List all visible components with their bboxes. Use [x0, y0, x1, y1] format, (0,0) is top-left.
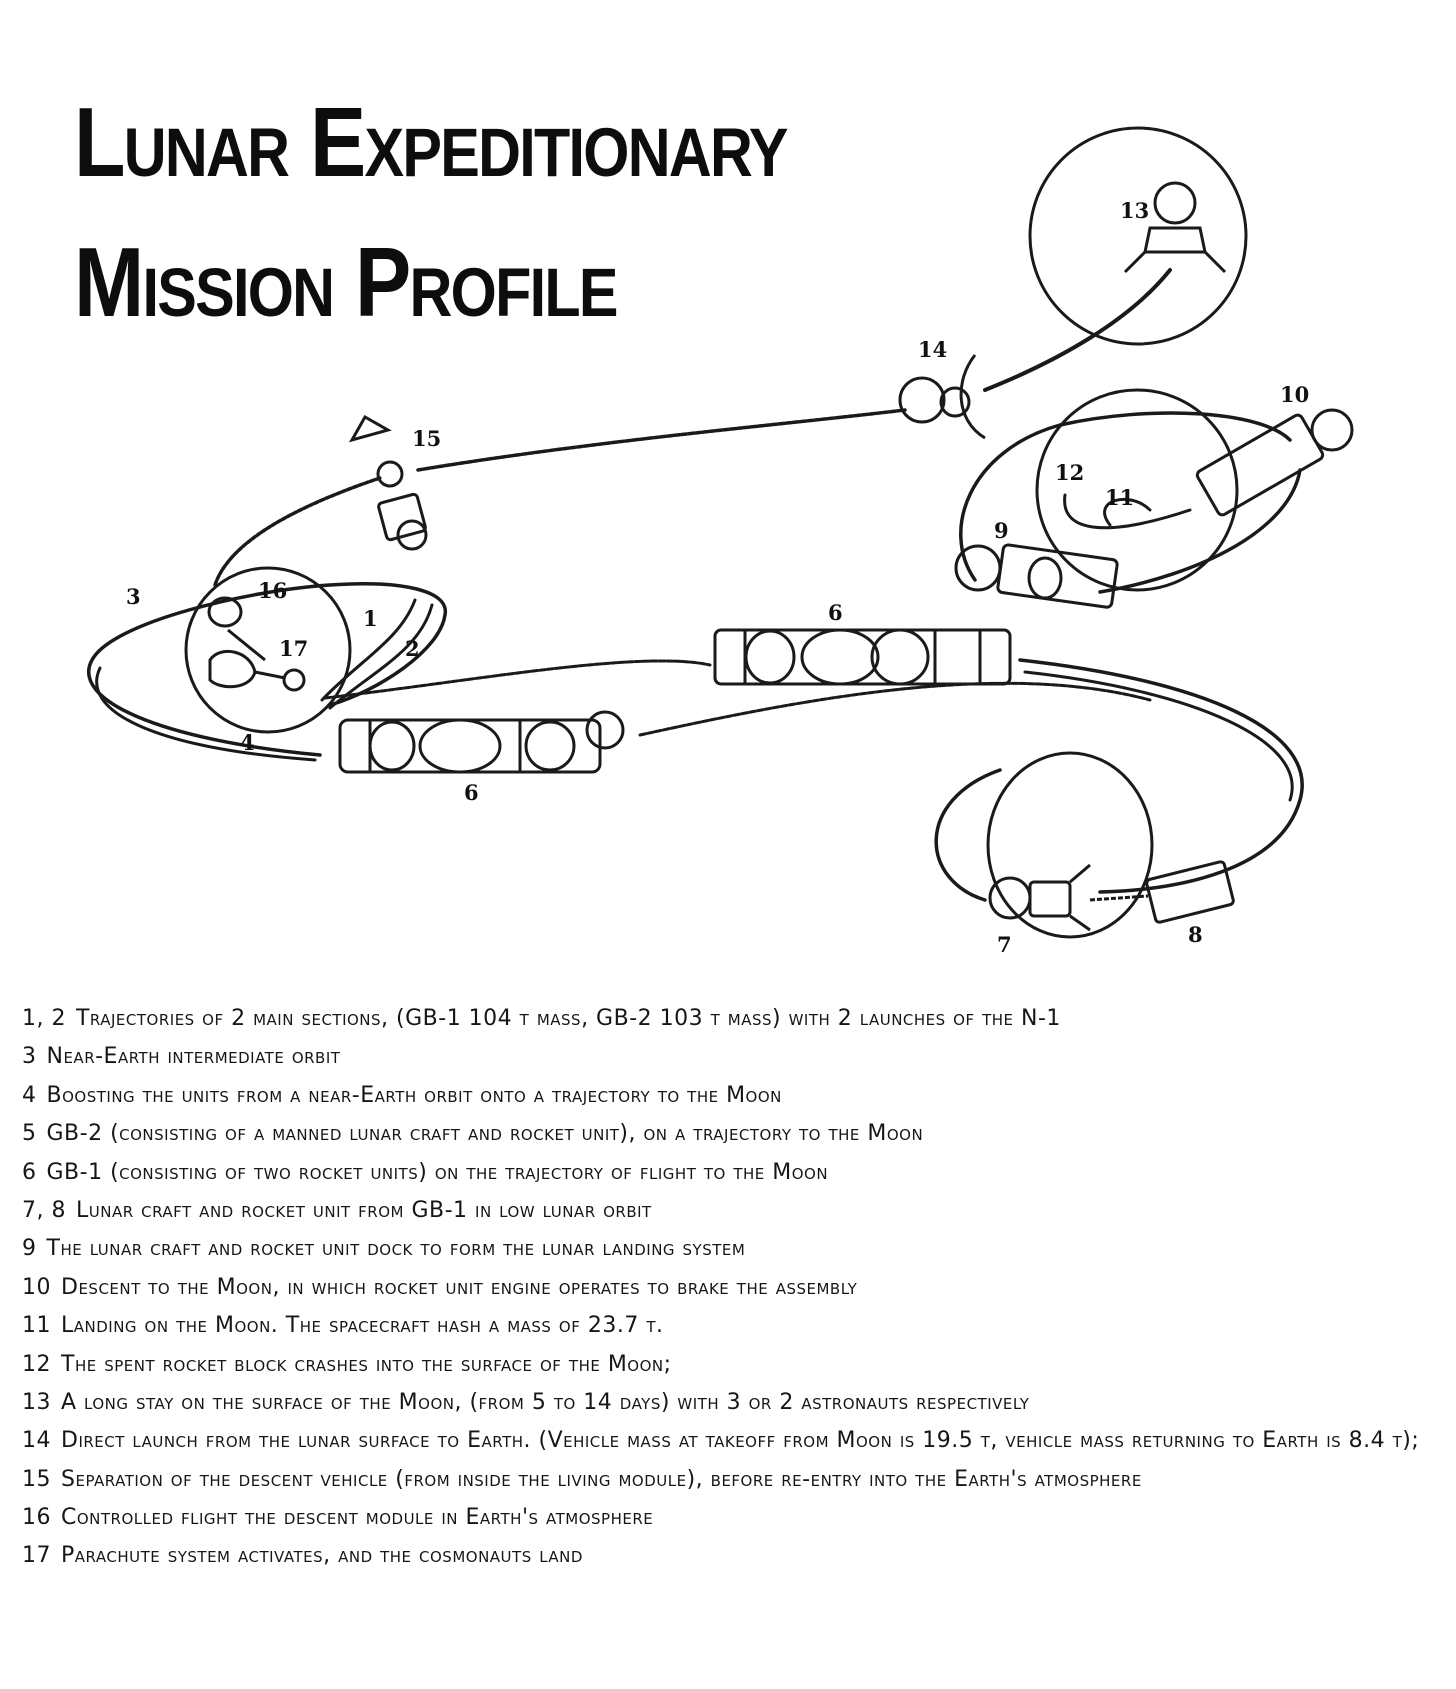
label-6b: 6	[464, 780, 479, 805]
label-3: 3	[126, 584, 141, 609]
legend-text: Trajectories of 2 main sections, (GB-1 1…	[75, 1006, 1061, 1031]
rocket-stack-5	[338, 710, 625, 774]
label-14: 14	[918, 337, 947, 362]
label-6: 6	[828, 600, 843, 625]
legend-text: GB-1 (consisting of two rocket units) on…	[46, 1159, 829, 1185]
legend-text: Descent to the Moon, in which rocket uni…	[61, 1274, 858, 1300]
legend-item: 11 Landing on the Moon. The spacecraft ha…	[22, 1313, 1442, 1339]
label-17: 17	[279, 636, 308, 661]
legend-num: 6	[22, 1159, 37, 1185]
near-earth-orbit	[87, 582, 447, 757]
title-line-1: Lunar Expeditionary	[74, 87, 788, 197]
label-9: 9	[994, 518, 1009, 543]
return-trajectory	[213, 476, 382, 587]
legend-num: 3	[22, 1044, 37, 1070]
landing-system-9	[954, 543, 1119, 609]
label-7: 7	[997, 932, 1012, 957]
label-13: 13	[1120, 198, 1149, 223]
descent-module-16	[207, 596, 266, 662]
legend-item: 4 Boosting the units from a near-Earth or…	[22, 1083, 1442, 1109]
rocket-unit-8	[1089, 860, 1235, 924]
label-1: 1	[363, 606, 378, 631]
descent-stack-10	[1195, 408, 1354, 517]
legend-num: 14	[22, 1428, 51, 1454]
label-11: 11	[1105, 485, 1134, 510]
legend-item: 16 Controlled flight the descent module i…	[22, 1505, 1442, 1531]
title-line-2: Mission Profile	[74, 227, 618, 337]
legend-item: 7, 8 Lunar craft and rocket unit from GB-…	[22, 1198, 1442, 1224]
label-8: 8	[1188, 922, 1203, 947]
legend-item: 5 GB-2 (consisting of a manned lunar craf…	[22, 1121, 1442, 1147]
label-4: 4	[240, 730, 255, 755]
earth-circle	[184, 566, 352, 734]
legend-text: Separation of the descent vehicle (from …	[61, 1466, 1142, 1492]
legend-text: The spent rocket block crashes into the …	[61, 1351, 672, 1377]
legend-text: A long stay on the surface of the Moon, …	[61, 1389, 1030, 1415]
legend-num: 1, 2	[22, 1006, 66, 1031]
rocket-stack-6	[713, 628, 1012, 686]
legend-item: 13 A long stay on the surface of the Moon…	[22, 1390, 1442, 1416]
legend-num: 17	[22, 1543, 51, 1569]
page-title: Lunar Expeditionary Mission Profile	[74, 72, 788, 352]
legend-text: Boosting the units from a near-Earth orb…	[46, 1082, 782, 1108]
legend-text: Direct launch from the lunar surface to …	[61, 1428, 1420, 1454]
legend-num: 12	[22, 1351, 51, 1377]
moon-circle-top	[1028, 126, 1248, 346]
trajectory-1	[320, 598, 417, 702]
translunar-2	[638, 681, 1152, 737]
lunar-orbit-lower	[934, 768, 1002, 902]
legend-item: 1, 2 Trajectories of 2 main sections, (GB…	[22, 1006, 1442, 1032]
legend-item: 14 Direct launch from the lunar surface t…	[22, 1428, 1442, 1454]
legend-num: 15	[22, 1466, 51, 1492]
legend-text: The lunar craft and rocket unit dock to …	[46, 1236, 746, 1262]
separation-15	[348, 414, 428, 551]
lunar-craft-7	[988, 863, 1091, 932]
launch-arc	[983, 268, 1172, 392]
label-16: 16	[258, 578, 287, 603]
return-vehicle-14	[898, 354, 986, 440]
lunar-orbit-loop	[1018, 658, 1304, 894]
legend-item: 12 The spent rocket block crashes into th…	[22, 1352, 1442, 1378]
lunar-orbit-loop-2	[1023, 670, 1294, 802]
legend-item: 15 Separation of the descent vehicle (fro…	[22, 1467, 1442, 1493]
label-2: 2	[405, 636, 420, 661]
translunar-1	[323, 659, 712, 700]
mission-profile-diagram: 1 2 3 4 6 6 7 8 9 10 11 12 13 14 15 16 1…	[87, 126, 1354, 957]
legend-text: Controlled flight the descent module in …	[61, 1505, 654, 1531]
parachute-17	[208, 650, 306, 692]
lunar-orbit-upper-2	[1098, 468, 1302, 594]
moon-circle-lower	[986, 751, 1154, 939]
legend-item: 17 Parachute system activates, and the co…	[22, 1543, 1442, 1569]
legend-num: 16	[22, 1505, 51, 1531]
legend-num: 4	[22, 1082, 37, 1108]
descent-arc-11	[1103, 497, 1152, 527]
legend-text: GB-2 (consisting of a manned lunar craft…	[46, 1121, 924, 1147]
legend-text: Landing on the Moon. The spacecraft hash…	[61, 1313, 664, 1339]
label-12: 12	[1055, 460, 1084, 485]
legend-item: 3 Near-Earth intermediate orbit	[22, 1044, 1442, 1070]
legend-num: 9	[22, 1236, 37, 1262]
legend-num: 7, 8	[22, 1197, 66, 1223]
legend-num: 5	[22, 1121, 37, 1147]
legend-item: 6 GB-1 (consisting of two rocket units) o…	[22, 1160, 1442, 1186]
legend-text: Near-Earth intermediate orbit	[46, 1044, 341, 1070]
legend-num: 10	[22, 1274, 51, 1300]
legend-list: 1, 2 Trajectories of 2 main sections, (GB…	[22, 1006, 1442, 1582]
label-15: 15	[412, 426, 441, 451]
return-line	[416, 408, 907, 472]
lander-13	[1123, 181, 1227, 274]
crash-arc-12	[1063, 493, 1192, 530]
moon-circle-upper	[1035, 388, 1239, 592]
legend-text: Lunar craft and rocket unit from GB-1 in…	[75, 1197, 652, 1223]
legend-num: 11	[22, 1313, 51, 1339]
legend-text: Parachute system activates, and the cosm…	[61, 1543, 583, 1569]
legend-num: 13	[22, 1389, 51, 1415]
legend-item: 10 Descent to the Moon, in which rocket u…	[22, 1275, 1442, 1301]
lunar-orbit-upper	[959, 411, 1292, 582]
label-10: 10	[1280, 382, 1309, 407]
near-earth-orbit-2	[95, 666, 317, 762]
legend-item: 9 The lunar craft and rocket unit dock to…	[22, 1236, 1442, 1262]
